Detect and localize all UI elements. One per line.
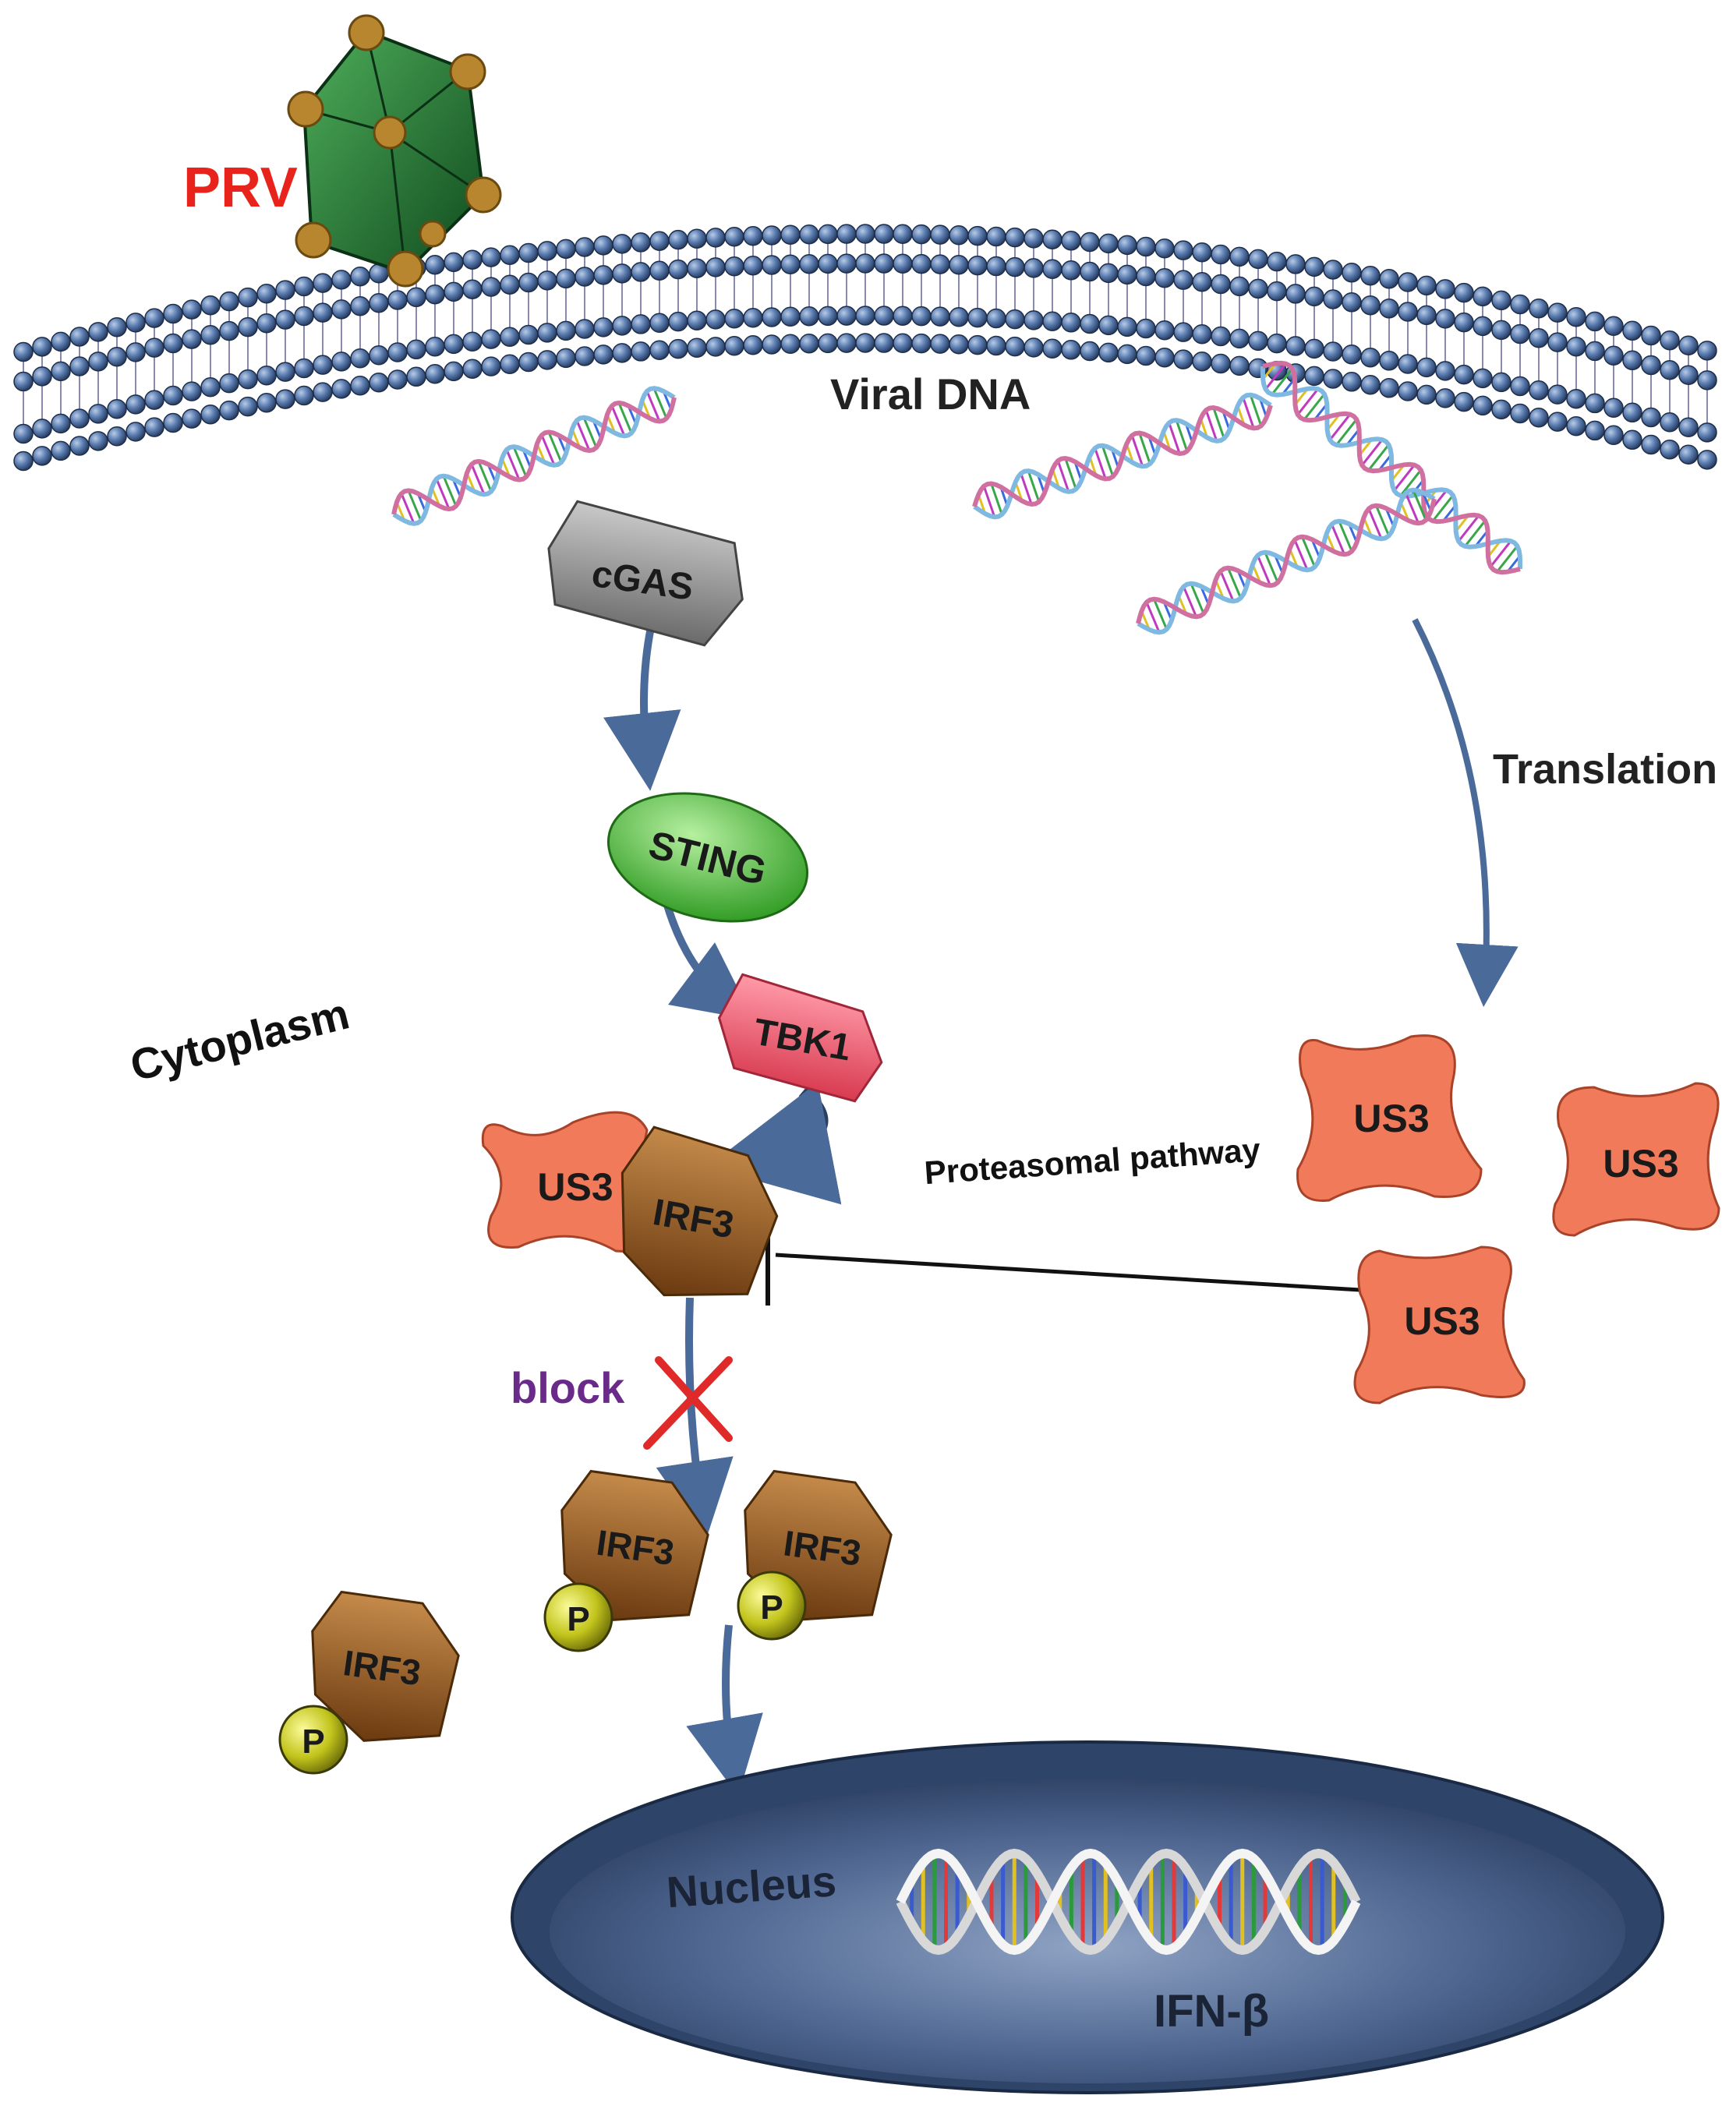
us3-label: US3: [1404, 1299, 1480, 1343]
tbk1-protein: TBK1: [717, 973, 883, 1103]
us3-protein-bound: US3: [481, 1111, 665, 1253]
phosphate-icon: [278, 1705, 348, 1775]
cell-membrane: [13, 224, 1717, 472]
viral-dna-strands: [391, 360, 1523, 635]
arrow-to-nucleus: [686, 1624, 763, 1797]
arrow-tbk1-to-irf3: [707, 1082, 842, 1205]
inhibition-line: [775, 1253, 1361, 1292]
nucleus-label: Nucleus: [665, 1856, 838, 1917]
cytoplasm-label: Cytoplasm: [126, 988, 354, 1090]
block-label: block: [511, 1363, 625, 1412]
block-x-icon: [643, 1356, 733, 1450]
phospho-irf3-2: IRF3 P: [737, 1469, 893, 1641]
phosphate-icon: [737, 1571, 807, 1641]
cgas-protein: cGAS: [547, 500, 744, 647]
translation-label: Translation: [1493, 746, 1717, 793]
viral-dna-label: Viral DNA: [830, 369, 1031, 419]
ifn-beta-gene-dna: [896, 1848, 1361, 1956]
virus-label: PRV: [183, 157, 298, 219]
arrow-cgas-to-sting: [603, 627, 681, 791]
irf3-protein-bound: IRF3: [621, 1125, 779, 1297]
ifn-beta-label: IFN-β: [1154, 1986, 1269, 2037]
phosphate-label: P: [760, 1588, 783, 1627]
arrow-translation: [1412, 618, 1519, 1007]
us3-label: US3: [537, 1165, 613, 1209]
us3-protein-2: US3: [1552, 1082, 1720, 1237]
sting-protein: STING: [606, 792, 809, 923]
proteasomal-pathway-label: Proteasomal pathway: [923, 1131, 1262, 1191]
us3-protein-3: US3: [1353, 1246, 1526, 1405]
us3-label: US3: [1603, 1142, 1678, 1185]
us3-protein-1: US3: [1296, 1034, 1483, 1202]
phosphate-label: P: [567, 1600, 589, 1638]
nucleus: Nucleus IFN-β: [511, 1740, 1664, 2094]
phosphate-icon: [543, 1582, 613, 1652]
phospho-irf3-3: IRF3 P: [278, 1590, 460, 1775]
virus-particle: [287, 14, 502, 288]
us3-label: US3: [1353, 1097, 1429, 1140]
phosphate-label: P: [302, 1723, 324, 1761]
phospho-irf3-1: IRF3 P: [543, 1469, 709, 1652]
